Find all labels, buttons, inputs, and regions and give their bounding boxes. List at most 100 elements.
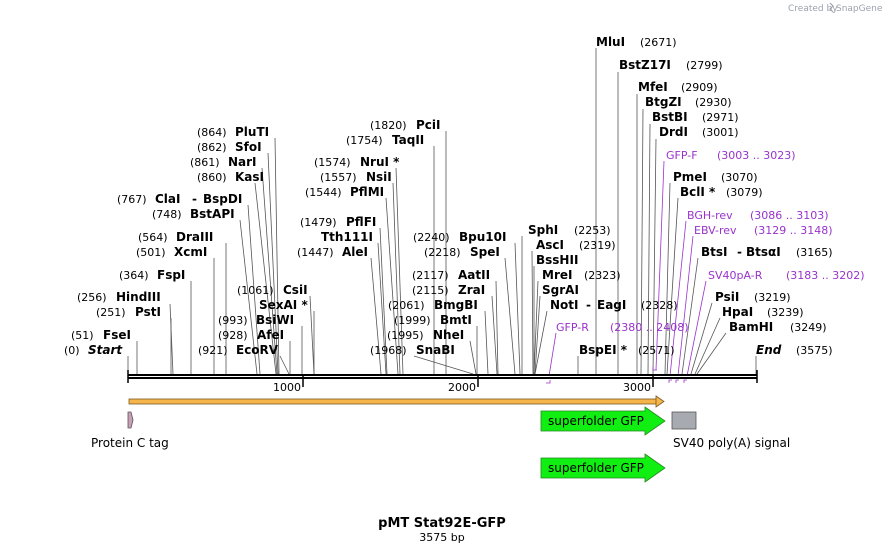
connector-bgh-rev xyxy=(669,220,687,377)
site-connectors xyxy=(127,48,757,375)
site-name: XcmI xyxy=(174,245,207,259)
site-pos: (501) xyxy=(136,246,166,259)
site-pos: (861) xyxy=(190,156,220,169)
site-sep: - xyxy=(737,245,742,259)
site-name: PstI xyxy=(135,305,161,319)
site-pos: (1754) xyxy=(346,134,383,147)
site-pos: (1061) xyxy=(237,284,274,297)
site-name: SgrAI xyxy=(542,283,579,297)
site-name: BstBI xyxy=(652,110,688,124)
site-name: AatII xyxy=(458,268,490,282)
site-pos: (3239) xyxy=(767,306,804,319)
connector-btsi xyxy=(681,257,699,375)
site-pos: (2319) xyxy=(579,239,616,252)
plasmid-length: 3575 bp xyxy=(419,531,464,544)
site-name: AleI xyxy=(342,245,368,259)
site-pos: (2909) xyxy=(681,81,718,94)
primer-name: SV40pA-R xyxy=(708,269,763,282)
site-name: PciI xyxy=(416,118,441,132)
site-name: MluI xyxy=(596,35,625,49)
site-pos: (748) xyxy=(152,208,182,221)
site-pos: (0) xyxy=(64,344,80,357)
site-pos: (921) xyxy=(198,344,228,357)
connector-aatii xyxy=(495,280,499,375)
site-labels: (0) Start (51) FseI (251) PstI (256) Hin… xyxy=(64,35,833,357)
site-name: SfoI xyxy=(235,140,262,154)
primer-mark-gfp-r xyxy=(546,380,551,384)
connector-gfp-f xyxy=(655,160,665,371)
connector-kasi xyxy=(254,182,277,375)
site-pos: (256) xyxy=(77,291,107,304)
site-name: EcoRV xyxy=(236,343,279,357)
site-name: BsiWI xyxy=(256,313,294,327)
site-pos: (2323) xyxy=(584,269,621,282)
site-name: BamHI xyxy=(729,320,773,334)
site-name: TaqII xyxy=(392,133,424,147)
site-name: AscI xyxy=(536,238,564,252)
site-pos: (251) xyxy=(96,306,126,319)
site-name: EagI xyxy=(597,298,626,312)
site-name: MreI xyxy=(542,268,572,282)
connector-sgrai xyxy=(534,295,541,375)
connector-alei xyxy=(370,257,382,375)
connector-pluti xyxy=(274,137,280,375)
site-name: DraIII xyxy=(176,230,213,244)
site-name: BssHII xyxy=(536,253,578,267)
connector-noti xyxy=(534,310,548,375)
site-sep: - xyxy=(586,298,591,312)
site-name: BmgBI xyxy=(434,298,478,312)
connector-bamhi xyxy=(696,332,727,375)
credit-text: Created by xyxy=(788,4,838,14)
connector-zrai xyxy=(491,295,498,375)
connector-hpai xyxy=(694,317,721,375)
site-pos: (3079) xyxy=(726,186,763,199)
site-name: BtgZI xyxy=(645,95,682,109)
site-name: ClaI xyxy=(155,192,180,206)
site-name: ZraI xyxy=(458,283,485,297)
connector-gfp-r xyxy=(548,332,557,377)
connector-csii xyxy=(309,295,315,375)
site-name: NotI xyxy=(550,298,579,312)
feature-label: Protein C tag xyxy=(91,436,169,450)
site-name: PmeI xyxy=(673,170,707,184)
site-name: BspEI * xyxy=(579,343,628,357)
site-pos: (2671) xyxy=(640,36,677,49)
site-name: CsiI xyxy=(283,283,308,297)
site-name: SnaBI xyxy=(416,343,455,357)
site-name: HpaI xyxy=(722,305,753,319)
site-name: FseI xyxy=(103,328,131,342)
plasmid-backbone xyxy=(127,370,758,383)
site-pos: (1544) xyxy=(305,186,342,199)
site-name: NsiI xyxy=(366,170,392,184)
connector-nsii xyxy=(392,182,401,375)
primer-labels: GFP-F (3003 .. 3023) BGH-rev (3086 .. 31… xyxy=(556,149,865,334)
connector-drdi xyxy=(652,138,657,375)
feature-sv40-polya: SV40 poly(A) signal xyxy=(671,411,790,450)
site-name: MfeI xyxy=(638,80,668,94)
connector-sv40pa-r xyxy=(686,280,707,377)
site-pos: (2240) xyxy=(413,231,450,244)
connector-nrui xyxy=(395,167,404,375)
site-start-label: Start xyxy=(88,343,123,357)
connector-bpu10i xyxy=(514,242,521,375)
site-name: BtsI xyxy=(701,245,728,259)
connector-mrei xyxy=(533,280,539,375)
site-name: Bpu10I xyxy=(459,230,506,244)
primer-mark-sv40pa-r xyxy=(683,379,687,383)
site-pos: (2061) xyxy=(388,299,425,312)
credit-brand: SnapGene xyxy=(836,4,883,14)
site-pos: (364) xyxy=(119,269,149,282)
site-pos: (1447) xyxy=(297,246,334,259)
site-name: BstAPI xyxy=(190,207,235,221)
connector-spei xyxy=(504,257,516,375)
connector-bstbi xyxy=(647,123,651,375)
primer-range: (3183 .. 3202) xyxy=(786,269,865,282)
site-pos: (2115) xyxy=(412,284,449,297)
site-name: PflFI xyxy=(346,215,376,229)
site-pos: (3219) xyxy=(754,291,791,304)
site-name: DrdI xyxy=(659,125,688,139)
primer-range: (3003 .. 3023) xyxy=(717,149,796,162)
site-pos: (2930) xyxy=(695,96,732,109)
primer-name: GFP-R xyxy=(556,321,589,334)
